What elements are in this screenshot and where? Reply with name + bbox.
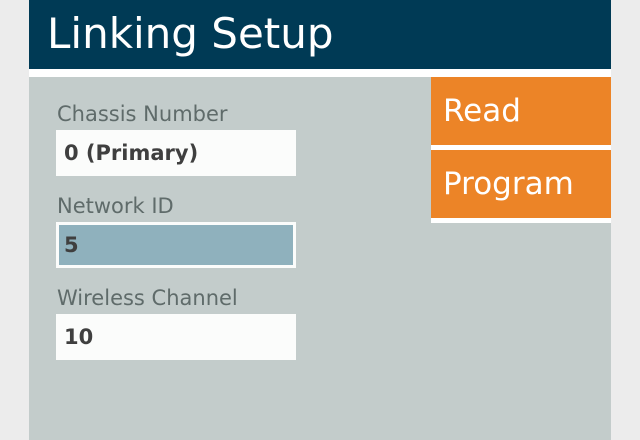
title-divider (29, 69, 611, 77)
read-button[interactable]: Read (431, 77, 611, 145)
title-bar: Linking Setup (29, 0, 611, 69)
chassis-number-field[interactable]: 0 (Primary) (56, 130, 296, 176)
chassis-number-label: Chassis Number (57, 102, 228, 126)
page-title: Linking Setup (47, 9, 334, 58)
wireless-channel-value: 10 (64, 325, 94, 349)
chassis-number-value: 0 (Primary) (64, 141, 199, 165)
button-divider (431, 145, 611, 150)
program-button[interactable]: Program (431, 150, 611, 218)
wireless-channel-label: Wireless Channel (57, 286, 238, 310)
network-id-field[interactable]: 5 (56, 222, 296, 268)
network-id-label: Network ID (57, 194, 174, 218)
button-divider-bottom (431, 218, 611, 223)
wireless-channel-field[interactable]: 10 (56, 314, 296, 360)
device-screen: Linking Setup Chassis Number 0 (Primary)… (29, 0, 611, 440)
network-id-value: 5 (64, 233, 79, 257)
